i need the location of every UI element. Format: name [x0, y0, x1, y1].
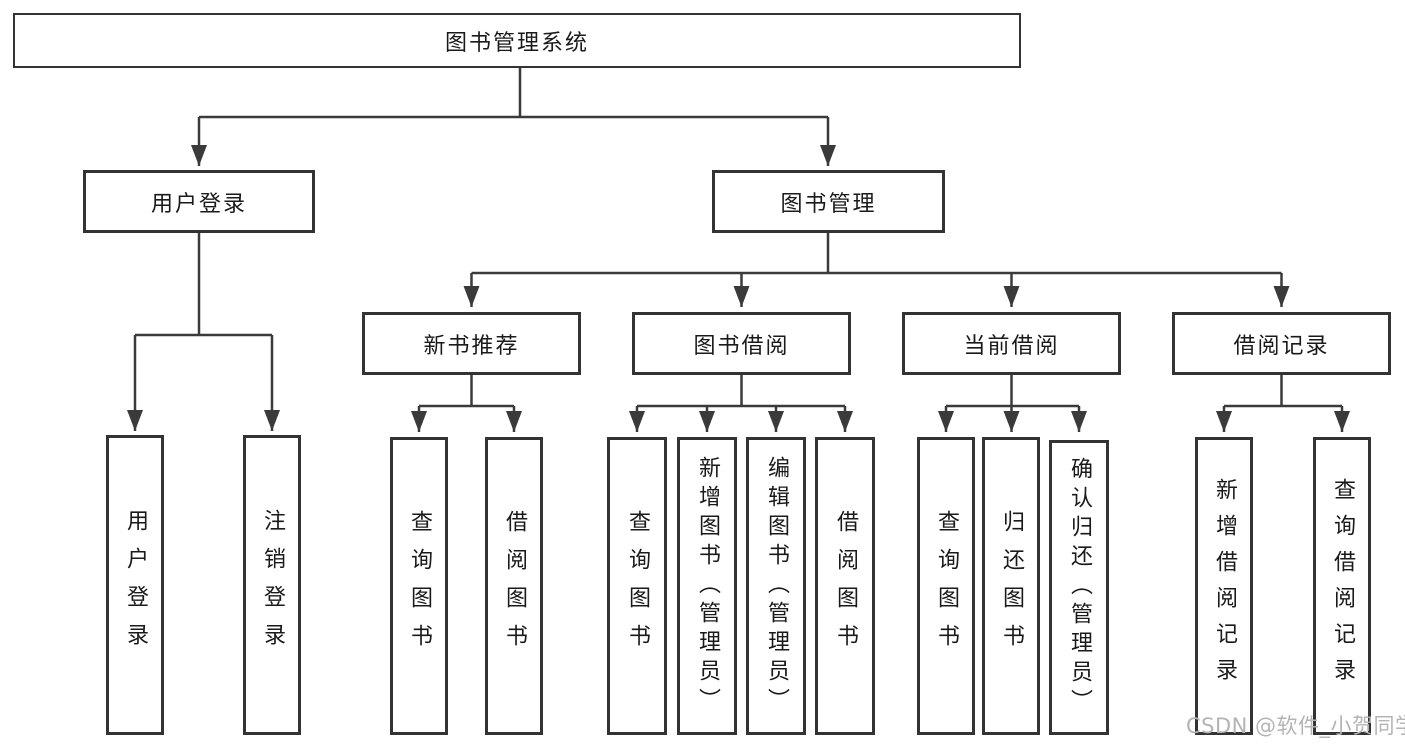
leaf-bb-query-books: 查询图书: [607, 437, 667, 735]
leaf-cb-return-books: 归还图书: [982, 437, 1040, 735]
node-book-borrowing: 图书借阅: [632, 312, 851, 375]
leaf-cb-query-books: 查询图书: [917, 437, 975, 735]
leaf-user-login: 用户登录: [106, 435, 164, 735]
leaf-bb-borrow-books: 借阅图书: [815, 437, 875, 735]
node-borrowing-records: 借阅记录: [1172, 312, 1391, 375]
leaf-nbr-query-books: 查询图书: [390, 437, 448, 735]
leaf-nbr-borrow-books: 借阅图书: [485, 437, 543, 735]
watermark-text: CSDN @软件_小贺同学: [1186, 714, 1405, 738]
leaf-br-query-record: 查询借阅记录: [1313, 437, 1371, 735]
leaf-bb-add-books-admin: 新增图书（管理员）: [677, 437, 737, 735]
node-current-borrowing: 当前借阅: [902, 312, 1121, 375]
leaf-bb-edit-books-admin: 编辑图书（管理员）: [746, 437, 806, 735]
node-root-system: 图书管理系统: [13, 13, 1021, 68]
node-user-login: 用户登录: [83, 170, 315, 233]
node-book-management: 图书管理: [712, 170, 945, 233]
leaf-br-add-record: 新增借阅记录: [1195, 437, 1253, 735]
leaf-cb-confirm-return-admin: 确认归还（管理员）: [1049, 440, 1109, 735]
node-new-book-recommend: 新书推荐: [362, 312, 581, 375]
leaf-logout: 注销登录: [243, 435, 301, 735]
